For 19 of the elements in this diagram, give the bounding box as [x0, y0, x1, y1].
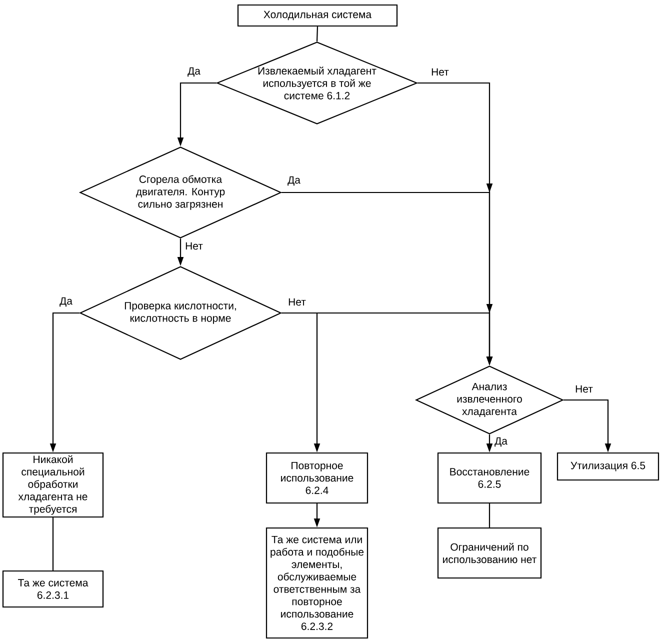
connector-line — [52, 518, 54, 570]
process-box: Повторное использование 6.2.4 — [266, 452, 368, 504]
process-box: Ограничений по использованию нет — [437, 527, 542, 579]
edge-label: Да — [58, 296, 74, 308]
process-box: Никакой специальной обработки хладагента не требуется — [2, 452, 104, 518]
edge-label: Да — [286, 175, 302, 187]
edge-label: Да — [186, 66, 202, 78]
connector-line — [316, 26, 318, 42]
process-box: Холодильная система — [237, 4, 398, 27]
edge-label: Нет — [430, 67, 450, 77]
connector-line — [488, 504, 490, 528]
process-box: Утилизация 6.5 — [556, 452, 660, 481]
edge-label: Да — [494, 436, 508, 448]
process-box: Восстановление 6.2.5 — [437, 452, 542, 504]
edge-label: Нет — [574, 384, 594, 394]
edge-label: Нет — [184, 241, 204, 251]
process-box: Та же система или работа и подобные элементы, обслуживаемые ответственным за повторное использование 6.2.3.2 — [266, 527, 368, 639]
process-box: Та же система 6.2.3.1 — [2, 570, 104, 608]
edge-label: Нет — [287, 297, 307, 307]
